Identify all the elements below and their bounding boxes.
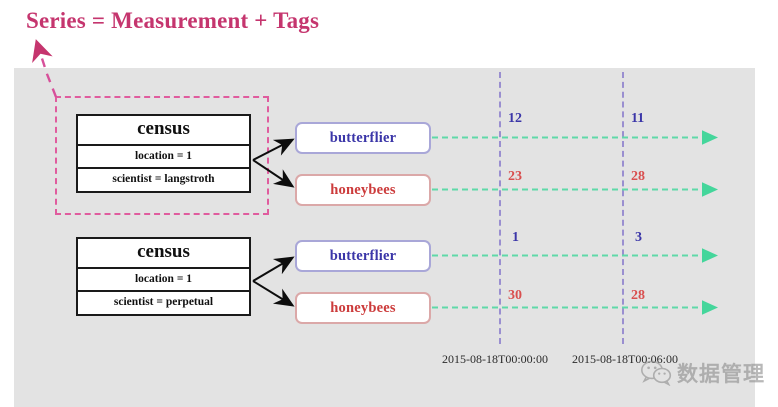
point-value-butterflier2-t1: 3 <box>635 230 642 245</box>
measurement-name: census <box>78 116 249 146</box>
field-label: honeybees <box>330 181 396 198</box>
timeline-gridline-t0 <box>499 72 501 344</box>
measurement-name: census <box>78 239 249 269</box>
field-pill-honeybees-2: honeybees <box>295 292 431 324</box>
point-value-honeybees2-t1: 28 <box>631 288 645 303</box>
timeline-gridline-t1 <box>622 72 624 344</box>
measurement-block-1: census location = 1 scientist = langstro… <box>76 114 251 193</box>
watermark: 数据管理 <box>641 358 765 388</box>
field-label: honeybees <box>330 299 396 316</box>
point-value-honeybees-t1: 28 <box>631 169 645 184</box>
point-value-honeybees2-t0: 30 <box>508 288 522 303</box>
field-pill-butterflier-2: butterflier <box>295 240 431 272</box>
wechat-logo-icon <box>641 360 672 386</box>
watermark-text: 数据管理 <box>677 362 765 386</box>
measurement-tag-location: location = 1 <box>78 269 249 293</box>
timestamp-label-t0: 2015-08-18T00:00:00 <box>442 352 548 366</box>
field-pill-butterflier-1: butterflier <box>295 122 431 154</box>
field-label: butterflier <box>329 247 397 264</box>
point-value-butterflier-t1: 11 <box>631 111 645 126</box>
point-value-butterflier-t0: 12 <box>508 111 522 126</box>
timestamp-label-t1: 2015-08-18T00:06:00 <box>572 352 678 366</box>
field-pill-honeybees-1: honeybees <box>295 174 431 206</box>
measurement-block-2: census location = 1 scientist = perpetua… <box>76 237 251 316</box>
measurement-tag-location: location = 1 <box>78 146 249 170</box>
page-title: Series = Measurement + Tags <box>26 8 320 33</box>
measurement-tag-scientist: scientist = perpetual <box>113 296 214 309</box>
measurement-tag-scientist: scientist = langstroth <box>112 173 215 186</box>
field-label: butterflier <box>329 129 397 146</box>
point-value-honeybees-t0: 23 <box>508 169 522 184</box>
point-value-butterflier2-t0: 1 <box>512 230 519 245</box>
